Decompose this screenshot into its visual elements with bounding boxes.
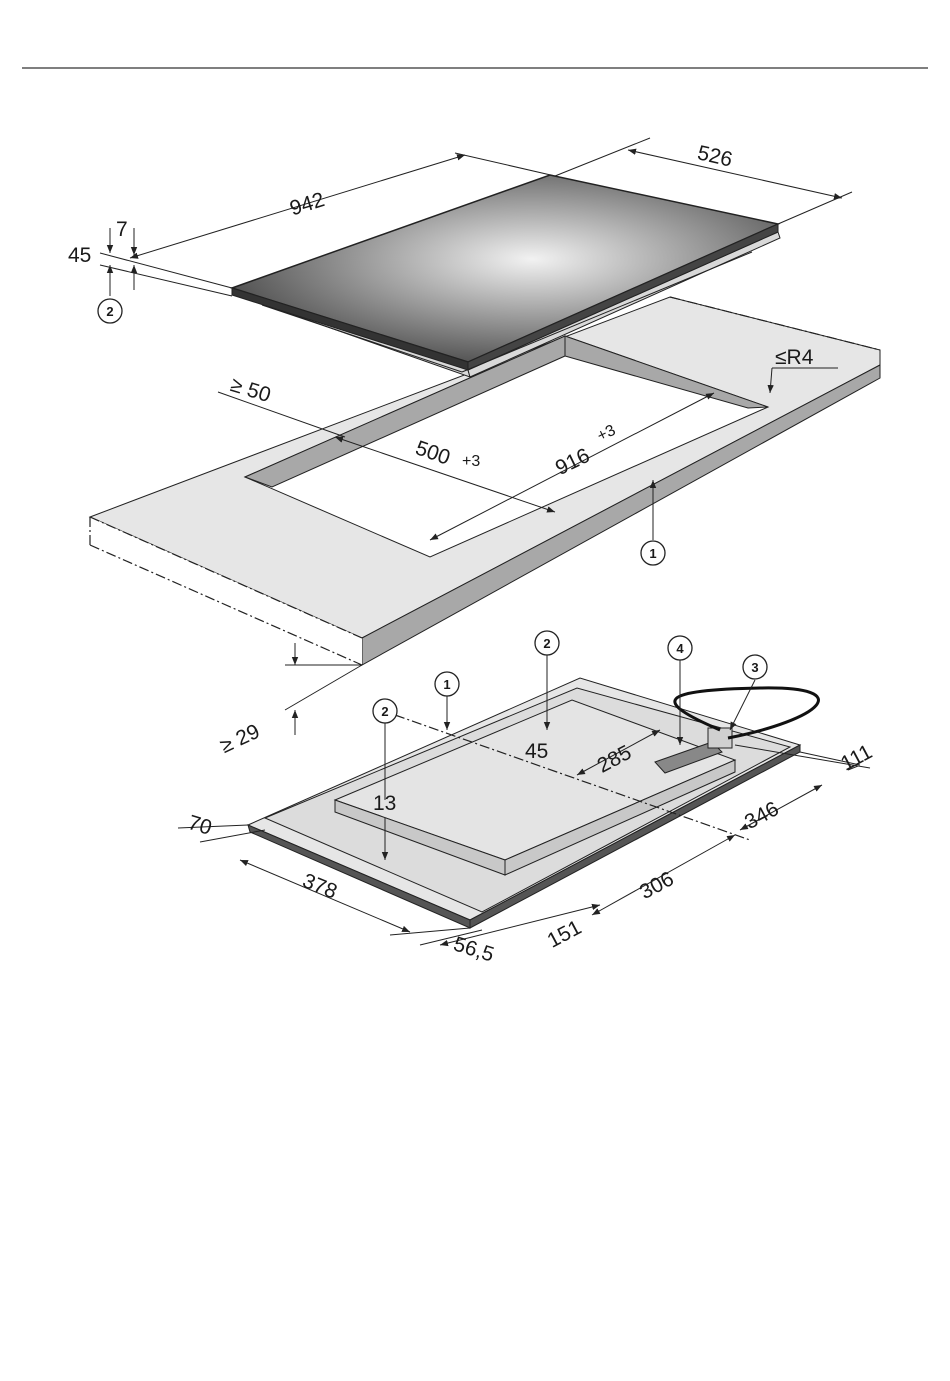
- svg-text:2: 2: [543, 636, 550, 651]
- dim-346: 346: [741, 797, 783, 834]
- dim-942: 942: [287, 188, 327, 220]
- dim-7-glass: 7: [116, 218, 128, 241]
- dim-r4: ≤R4: [775, 346, 814, 369]
- svg-text:2: 2: [106, 304, 113, 319]
- dim-526: 526: [695, 141, 734, 171]
- svg-text:1: 1: [649, 546, 656, 561]
- dim-45-under: 45: [525, 740, 548, 763]
- dim-500-tol: +3: [462, 453, 480, 470]
- svg-text:3: 3: [751, 660, 758, 675]
- dim-min-50: ≥ 50: [228, 373, 274, 407]
- svg-text:1: 1: [443, 677, 450, 692]
- callout-4: 4: [668, 636, 692, 660]
- callout-2-underside-a: 2: [535, 631, 559, 655]
- dim-56-5: 56,5: [451, 933, 497, 967]
- dim-151: 151: [544, 916, 586, 953]
- callout-3: 3: [743, 655, 767, 679]
- callout-2-top: 2: [98, 299, 122, 323]
- dim-306: 306: [636, 867, 678, 904]
- callout-1-underside: 1: [435, 672, 459, 730]
- dim-70: 70: [185, 811, 214, 840]
- callout-2-underside-b: 2: [373, 699, 397, 723]
- dim-111: 111: [837, 740, 876, 775]
- svg-text:2: 2: [381, 704, 388, 719]
- callout-1-worktop: 1: [641, 541, 665, 565]
- dim-378: 378: [299, 869, 340, 903]
- dim-min-29: ≥ 29: [217, 720, 264, 758]
- dim-45-height: 45: [68, 244, 91, 267]
- svg-text:4: 4: [676, 641, 684, 656]
